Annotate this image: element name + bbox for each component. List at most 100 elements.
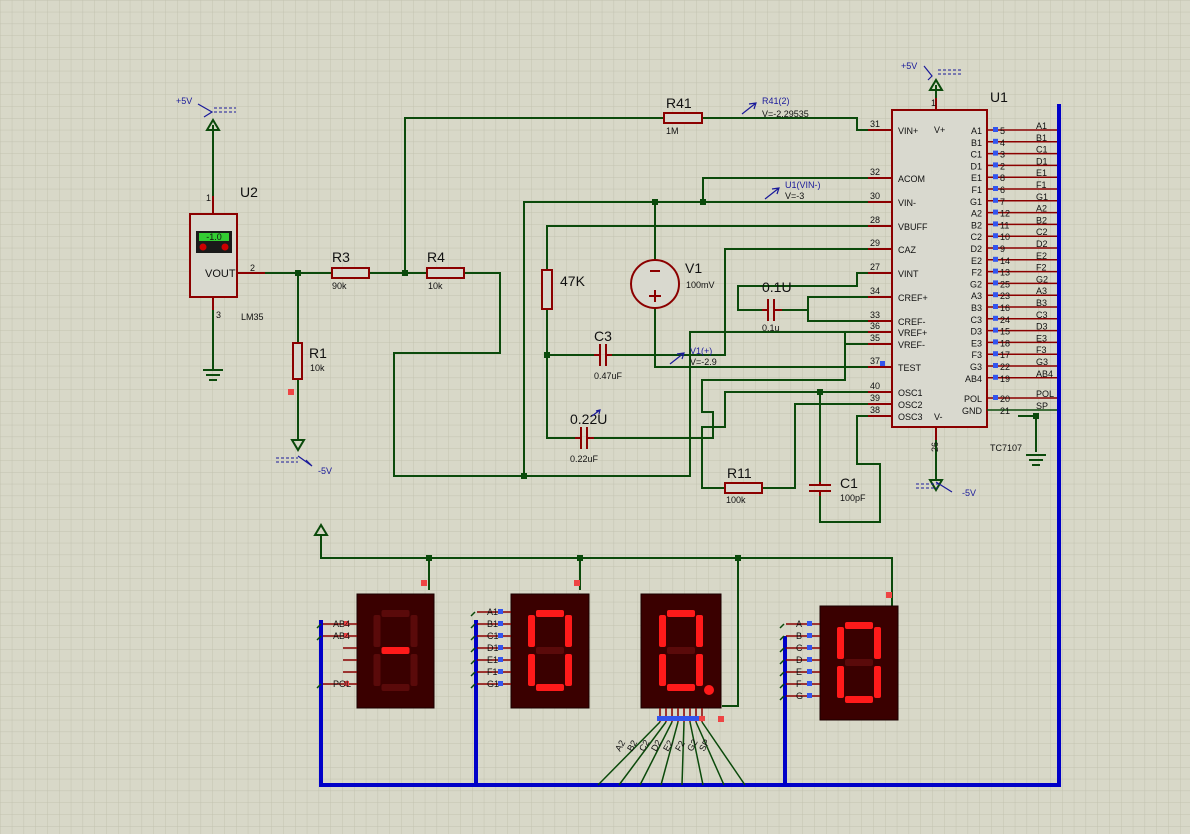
u1-right-pin-net: SP [1036,401,1048,411]
probe-vin[interactable]: U1(VIN-) V=-3 [764,180,821,201]
u1-left-pin-num: 29 [870,238,880,248]
probe-v1[interactable]: V1(+) V=-2.9 [669,346,717,367]
u1-right-pin-num: 13 [1000,268,1010,278]
u1-right-pin-num: 2 [1000,161,1005,171]
segment-e [373,654,381,686]
segment-b [874,627,881,659]
u1-right-pin-name: B3 [971,303,982,313]
pin-marker [993,197,998,203]
power-minus5-u1[interactable]: -5V [916,479,976,498]
u1-right-pin-name: B1 [971,138,982,148]
segment-f [373,615,381,647]
display-pin-label: C [796,643,803,653]
ground-u2 [203,369,223,381]
pin-marker-strip [657,716,705,721]
pin-marker [993,162,998,168]
pin-marker [993,127,998,132]
bus-entry-label: E2 [661,738,675,753]
u1-right-pin-num: 18 [1000,338,1010,348]
resistor-r11[interactable]: R11 100k [724,465,763,505]
u1-right-pin-net: F2 [1036,263,1047,273]
resistor-r3[interactable]: R3 90k [331,249,370,291]
probe-r41-reading: V=-2.29535 [762,109,809,119]
display-pin-label: D [796,655,803,665]
pin-marker [993,150,998,156]
probe-r41-name: R41(2) [762,96,790,106]
u1-right-pin-num: 10 [1000,232,1010,242]
u1-right-pin-num: 4 [1000,138,1005,148]
display-pin-label: A1 [487,607,498,617]
pin-marker [993,138,998,144]
segment-a [536,610,564,617]
pin-marker [498,681,503,686]
pin-marker [993,268,998,274]
u1-right-pin-name: F2 [971,268,982,278]
u1-vplus-label: V+ [934,125,945,135]
resistor-r1[interactable]: R1 10k [288,342,327,395]
segment-c [874,666,881,698]
segment-d [845,696,873,703]
u2-pin3: 3 [216,310,221,320]
capacitor-022u[interactable]: 0.22U 0.22uF [570,411,607,464]
u1-left-pin-name: CAZ [898,245,917,255]
bus-entry-wire [689,721,704,786]
u1-left-pin-name: CREF- [898,317,926,327]
u1-right-pin-name: E3 [971,338,982,348]
u1-pin-vminus-num: 26 [930,442,940,452]
c1-value: 100pF [840,493,866,503]
pin-marker [344,621,349,626]
u1-right-pin-name: A3 [971,291,982,301]
display-pin-label: D1 [487,643,499,653]
probe-022u [591,409,601,417]
u1-right-pin-name: F1 [971,185,982,195]
component-u2[interactable]: -1.0 VOUT 1 2 3 U2 LM35 [189,184,265,322]
display-pin-label: AB4 [333,619,350,629]
u2-pin-vout: VOUT [205,268,236,280]
r3-value: 90k [332,281,347,291]
resistor-47k[interactable]: 47K [541,269,586,310]
display-pin-label: B [796,631,802,641]
display-pin-label: B1 [487,619,498,629]
bus-tap [316,683,322,689]
resistor-r41[interactable]: R41 1M [663,95,703,136]
u1-pin-vplus-num: 1 [931,98,936,108]
wires [212,85,1037,707]
source-v1[interactable]: V1 100mV [630,259,715,309]
u1-right-pin-net: E2 [1036,251,1047,261]
c1-ref: C1 [840,475,858,491]
display-3[interactable] [640,593,724,722]
resistor-r4[interactable]: R4 10k [426,249,465,291]
capacitor-01u[interactable]: 0.1U 0.1u [762,279,792,333]
pin-marker [498,621,503,626]
u1-right-pin-net: D3 [1036,322,1048,332]
u1-right-pin-name: C2 [970,232,982,242]
u1-right-pin-num: 21 [1000,406,1010,416]
probe-r41[interactable]: R41(2) V=-2.29535 [741,96,809,119]
power-plus5-u1[interactable]: +5V [901,61,962,91]
pin-marker [699,716,705,721]
r4-value: 10k [428,281,443,291]
v1-ref: V1 [685,260,702,276]
pin-marker [807,657,812,662]
r11-value: 100k [726,495,746,505]
power-plus5-u2[interactable]: +5V [176,96,236,131]
common-pin-marker [886,592,892,598]
capacitor-c3[interactable]: C3 0.47uF [594,328,623,381]
display-pin-label: G1 [487,679,499,689]
c022-ref: 0.22U [570,411,607,427]
power-minus5-r1[interactable]: -5V [276,439,332,476]
pin-marker [993,327,998,333]
u1-right-pin-num: 9 [1000,244,1005,254]
bus-tap [470,611,476,617]
chip-u1[interactable]: 1 26 V+ V- U1 TC7107 31VIN+32ACOM30VIN-2… [868,89,1057,453]
u1-right-pin-name: D3 [970,327,982,337]
u1-left-pin-num: 33 [870,310,880,320]
pin-marker [344,681,349,686]
u1-right-pin-net: D1 [1036,156,1048,166]
capacitor-c1[interactable]: C1 100pF [809,475,866,503]
